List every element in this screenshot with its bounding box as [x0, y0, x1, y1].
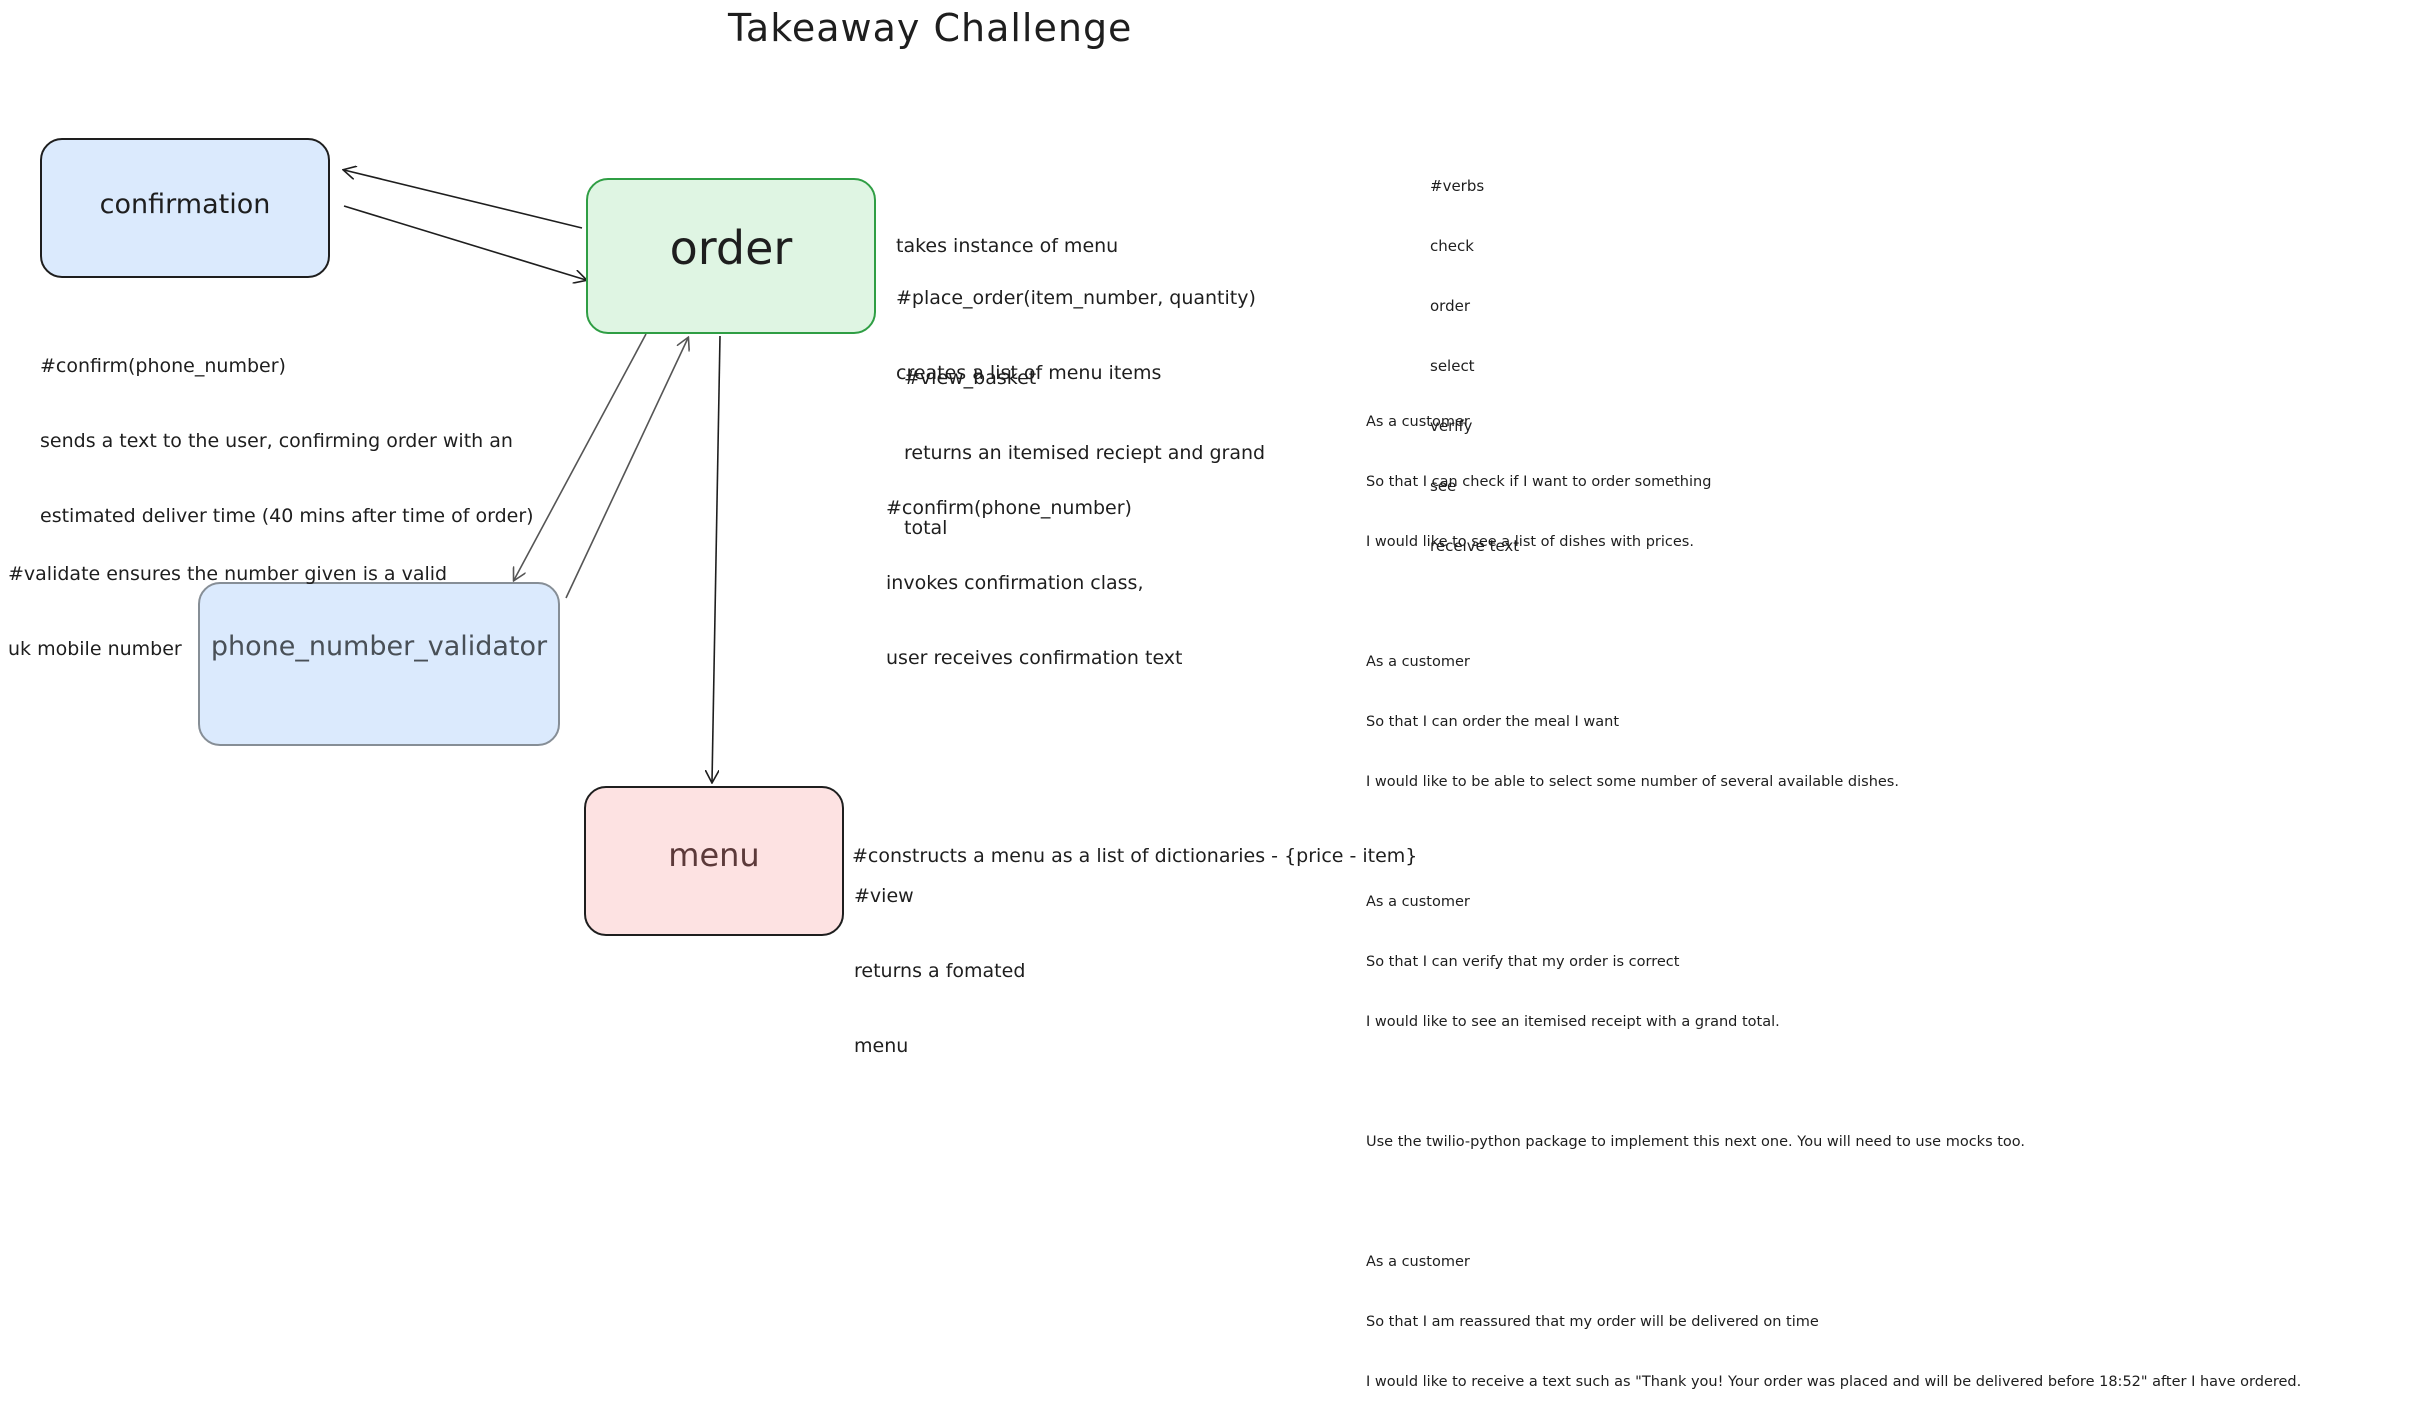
- user-stories: As a customer So that I can check if I w…: [1366, 372, 2301, 1412]
- arrow-confirmation-to-order: [343, 205, 586, 280]
- story-line: So that I am reassured that my order wil…: [1366, 1314, 1819, 1330]
- order-box: order: [586, 178, 876, 334]
- phone-number-validator-label: phone_number_validator: [210, 630, 548, 662]
- verb-item: see: [1430, 477, 1457, 495]
- note-line: total: [904, 517, 948, 539]
- note-line: #confirm(phone_number): [40, 355, 286, 377]
- story-line: As a customer: [1366, 414, 1470, 430]
- story-line: So that I can verify that my order is co…: [1366, 954, 1680, 970]
- story-line: [1366, 592, 2301, 612]
- confirmation-description: #confirm(phone_number) sends a text to t…: [40, 304, 534, 554]
- diagram-canvas: [0, 0, 721, 942]
- arrow-order-to-validator: [514, 333, 647, 580]
- menu-constructs-note: #constructs a menu as a list of dictiona…: [852, 794, 1417, 894]
- note-line: #view: [854, 885, 914, 907]
- verb-item: receive text: [1430, 537, 1520, 555]
- note-line: #constructs a menu as a list of dictiona…: [852, 845, 1418, 867]
- story-line: [1366, 832, 2301, 852]
- note-line: sends a text to the user, confirming ord…: [40, 430, 513, 452]
- story-line: I would like to see an itemised receipt …: [1366, 1014, 1780, 1030]
- note-line: estimated deliver time (40 mins after ti…: [40, 505, 534, 527]
- note-line: #confirm(phone_number): [886, 497, 1132, 519]
- story-line: So that I can order the meal I want: [1366, 714, 1620, 730]
- confirmation-box: confirmation: [40, 138, 330, 278]
- arrow-validator-to-order: [565, 338, 688, 599]
- story-line: I would like to be able to select some n…: [1366, 774, 1899, 790]
- verb-item: #verbs: [1430, 177, 1485, 195]
- story-line: [1366, 1072, 2301, 1092]
- note-line: #view_basket: [904, 367, 1037, 389]
- phone-number-validator-box: phone_number_validator: [198, 582, 560, 746]
- story-line: As a customer: [1366, 894, 1470, 910]
- story-line: As a customer: [1366, 1254, 1470, 1270]
- note-line: returns an itemised reciept and grand: [904, 442, 1266, 464]
- order-menu-instance-note: takes instance of menu: [896, 184, 1118, 284]
- story-line: I would like to receive a text such as "…: [1366, 1374, 2302, 1390]
- story-line: So that I can check if I want to order s…: [1366, 474, 1712, 490]
- order-view-basket-note: #view_basket returns an itemised reciept…: [904, 316, 1265, 566]
- arrow-order-to-confirmation: [344, 170, 583, 229]
- story-line: I would like to see a list of dishes wit…: [1366, 534, 1694, 550]
- order-confirm-note: #confirm(phone_number) invokes confirmat…: [886, 446, 1183, 696]
- note-line: #validate ensures the number given is a …: [8, 563, 448, 585]
- order-label: order: [669, 221, 793, 275]
- menu-box: menu: [584, 786, 844, 936]
- note-line: invokes confirmation class,: [886, 572, 1144, 594]
- verb-item: verify: [1430, 417, 1473, 435]
- note-line: creates a list of menu items: [896, 362, 1162, 384]
- menu-label: menu: [668, 836, 760, 874]
- story-line: As a customer: [1366, 654, 1470, 670]
- order-place-order-note: #place_order(item_number, quantity) crea…: [896, 236, 1256, 411]
- note-line: uk mobile number: [8, 638, 182, 660]
- note-line: takes instance of menu: [896, 235, 1119, 257]
- note-line: #place_order(item_number, quantity): [896, 287, 1256, 309]
- arrow-order-to-menu: [712, 335, 721, 782]
- verb-item: select: [1430, 357, 1475, 375]
- story-line: [1366, 1192, 2301, 1212]
- confirmation-label: confirmation: [99, 188, 271, 220]
- story-line: Use the twilio-python package to impleme…: [1366, 1134, 2026, 1150]
- verbs-list: #verbs check order select verify see rec…: [1430, 136, 1519, 576]
- note-line: returns a fomated: [854, 960, 1026, 982]
- menu-view-note: #view returns a fomated menu: [854, 834, 1025, 1084]
- validator-description: #validate ensures the number given is a …: [8, 512, 447, 687]
- verb-item: order: [1430, 297, 1470, 315]
- verb-item: check: [1430, 237, 1474, 255]
- note-line: menu: [854, 1035, 909, 1057]
- page-title: Takeaway Challenge: [728, 6, 1133, 50]
- note-line: user receives confirmation text: [886, 647, 1183, 669]
